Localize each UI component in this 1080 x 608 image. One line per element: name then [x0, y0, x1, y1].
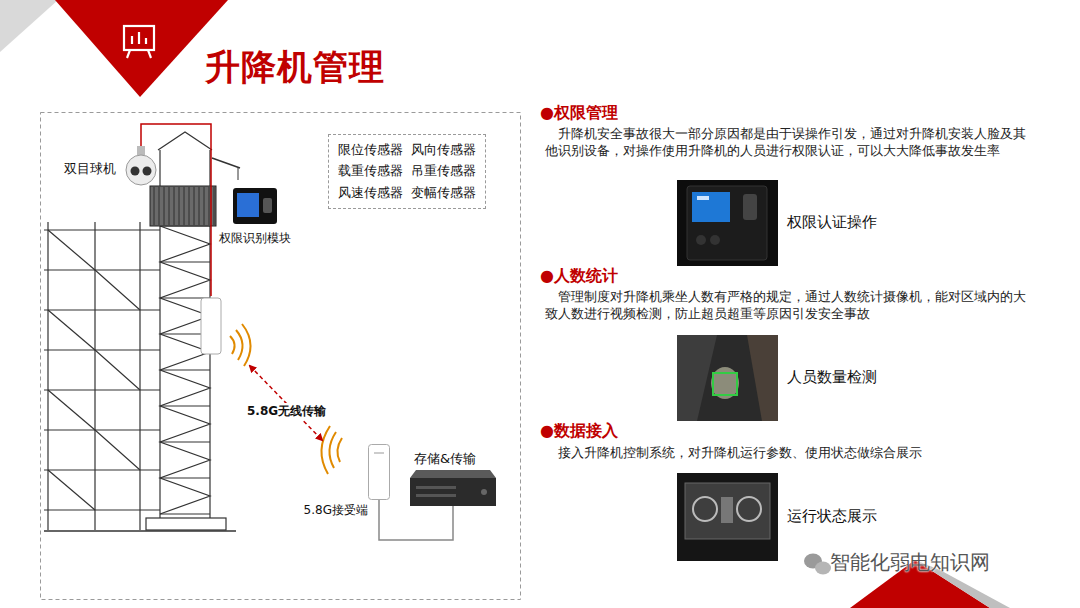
sensor-label: 限位传感器 — [338, 142, 403, 158]
device-art — [233, 188, 277, 224]
corner-triangle — [55, 0, 228, 97]
scaffold-post — [139, 222, 140, 530]
scaffold-floor — [44, 269, 160, 270]
scaffold-floor — [44, 429, 160, 430]
device-label: 人员数量检测 — [787, 368, 877, 387]
tower-strut — [160, 261, 210, 262]
section-body: 管理制度对升降机乘坐人数有严格的规定，通过人数统计摄像机，能对区域内的大致人数进… — [545, 288, 1030, 322]
slide-title: 升降机管理 — [205, 44, 385, 91]
device-art — [677, 335, 778, 421]
section-body: 升降机安全事故很大一部分原因都是由于误操作引发，通过对升降机安装人脸及其他识别设… — [545, 125, 1030, 159]
scaffold-post — [47, 222, 48, 530]
device-label: 运行状态展示 — [787, 507, 877, 526]
tower-strut — [160, 477, 210, 478]
device-art — [677, 180, 778, 266]
scaffold-brace — [48, 310, 95, 350]
tower-strut — [160, 369, 210, 370]
scaffold-post — [94, 222, 95, 530]
section-body: 接入升降机控制系统，对升降机运行参数、使用状态做综合展示 — [545, 444, 1030, 461]
receiver-node: 5.8G接受端 — [368, 444, 390, 500]
ground — [44, 530, 236, 532]
cage-bar — [174, 187, 175, 225]
device-art — [120, 146, 162, 186]
scaffold-brace — [48, 390, 95, 430]
device-art — [368, 444, 390, 500]
cage-bar — [159, 187, 160, 225]
sensor-label: 风向传感器 — [411, 142, 476, 158]
scaffold-floor — [44, 509, 160, 510]
scaffold-floor — [44, 469, 160, 470]
link-label: 5.8G无线传输 — [245, 403, 328, 420]
cage-bar — [169, 187, 170, 225]
cage-bar — [164, 187, 165, 225]
camera-node: 双目球机 — [120, 146, 162, 186]
device-label: 权限识别模块 — [219, 231, 291, 246]
cage-bar — [194, 187, 195, 225]
tower-brace — [160, 226, 210, 514]
corner-shade — [0, 0, 58, 52]
wechat-icon — [804, 554, 831, 575]
scaffold-floor — [44, 389, 160, 390]
lift-cage — [150, 186, 216, 226]
tower-cap — [158, 132, 212, 150]
sensor-label: 吊重传感器 — [411, 163, 476, 179]
device-label: 存储&传输 — [414, 451, 476, 467]
tower-strut — [160, 441, 210, 442]
hook — [238, 168, 239, 180]
section-heading: ●人数统计 — [540, 266, 618, 287]
radio-waves — [230, 324, 342, 474]
scaffold-brace — [95, 430, 140, 470]
photo-node: 权限认证操作 — [677, 180, 778, 266]
cage-bar — [214, 187, 215, 225]
device-art — [410, 470, 496, 506]
device-label: 5.8G接受端 — [304, 503, 368, 518]
sensor-label: 变幅传感器 — [411, 185, 476, 201]
transmitter — [201, 298, 221, 354]
tower-strut — [160, 405, 210, 406]
device-label: 权限认证操作 — [787, 213, 877, 232]
device-art — [677, 473, 778, 561]
section-heading: ●数据接入 — [540, 421, 618, 442]
cage-hatch — [154, 187, 214, 225]
scaffold-brace — [95, 270, 140, 310]
scaffold-brace — [48, 230, 95, 270]
scaffold-floor — [44, 309, 160, 310]
cage-bar — [179, 187, 180, 225]
cage-bar — [204, 187, 205, 225]
access-module: 权限识别模块 — [233, 188, 277, 224]
connector — [379, 500, 453, 540]
sensor-label: 风速传感器 — [338, 185, 403, 201]
cage-bar — [189, 187, 190, 225]
cage-bar — [184, 187, 185, 225]
section-heading: ●权限管理 — [540, 103, 618, 124]
region-frame — [41, 113, 521, 600]
sensor-box: 限位传感器风向传感器载重传感器吊重传感器风速传感器变幅传感器 — [328, 134, 486, 209]
jib — [212, 158, 240, 168]
photo-node: 人员数量检测 — [677, 335, 778, 421]
photo-node: 运行状态展示 — [677, 473, 778, 561]
cage-bar — [199, 187, 200, 225]
scaffold-brace — [48, 470, 95, 510]
signal-wire — [141, 124, 211, 296]
cage-bar — [154, 187, 155, 225]
scaffold-brace — [95, 350, 140, 390]
scaffold-floor — [44, 229, 160, 230]
sensor-label: 载重传感器 — [338, 163, 403, 179]
tower-strut — [160, 513, 210, 514]
scaffold-floor — [44, 349, 160, 350]
device-label: 双目球机 — [64, 161, 116, 177]
watermark: 智能化弱电知识网 — [830, 549, 990, 576]
cage-bar — [209, 187, 210, 225]
storage-node: 存储&传输 — [410, 470, 496, 506]
chart-icon — [124, 26, 154, 58]
tower-base — [146, 518, 226, 530]
scaffold — [44, 222, 160, 530]
